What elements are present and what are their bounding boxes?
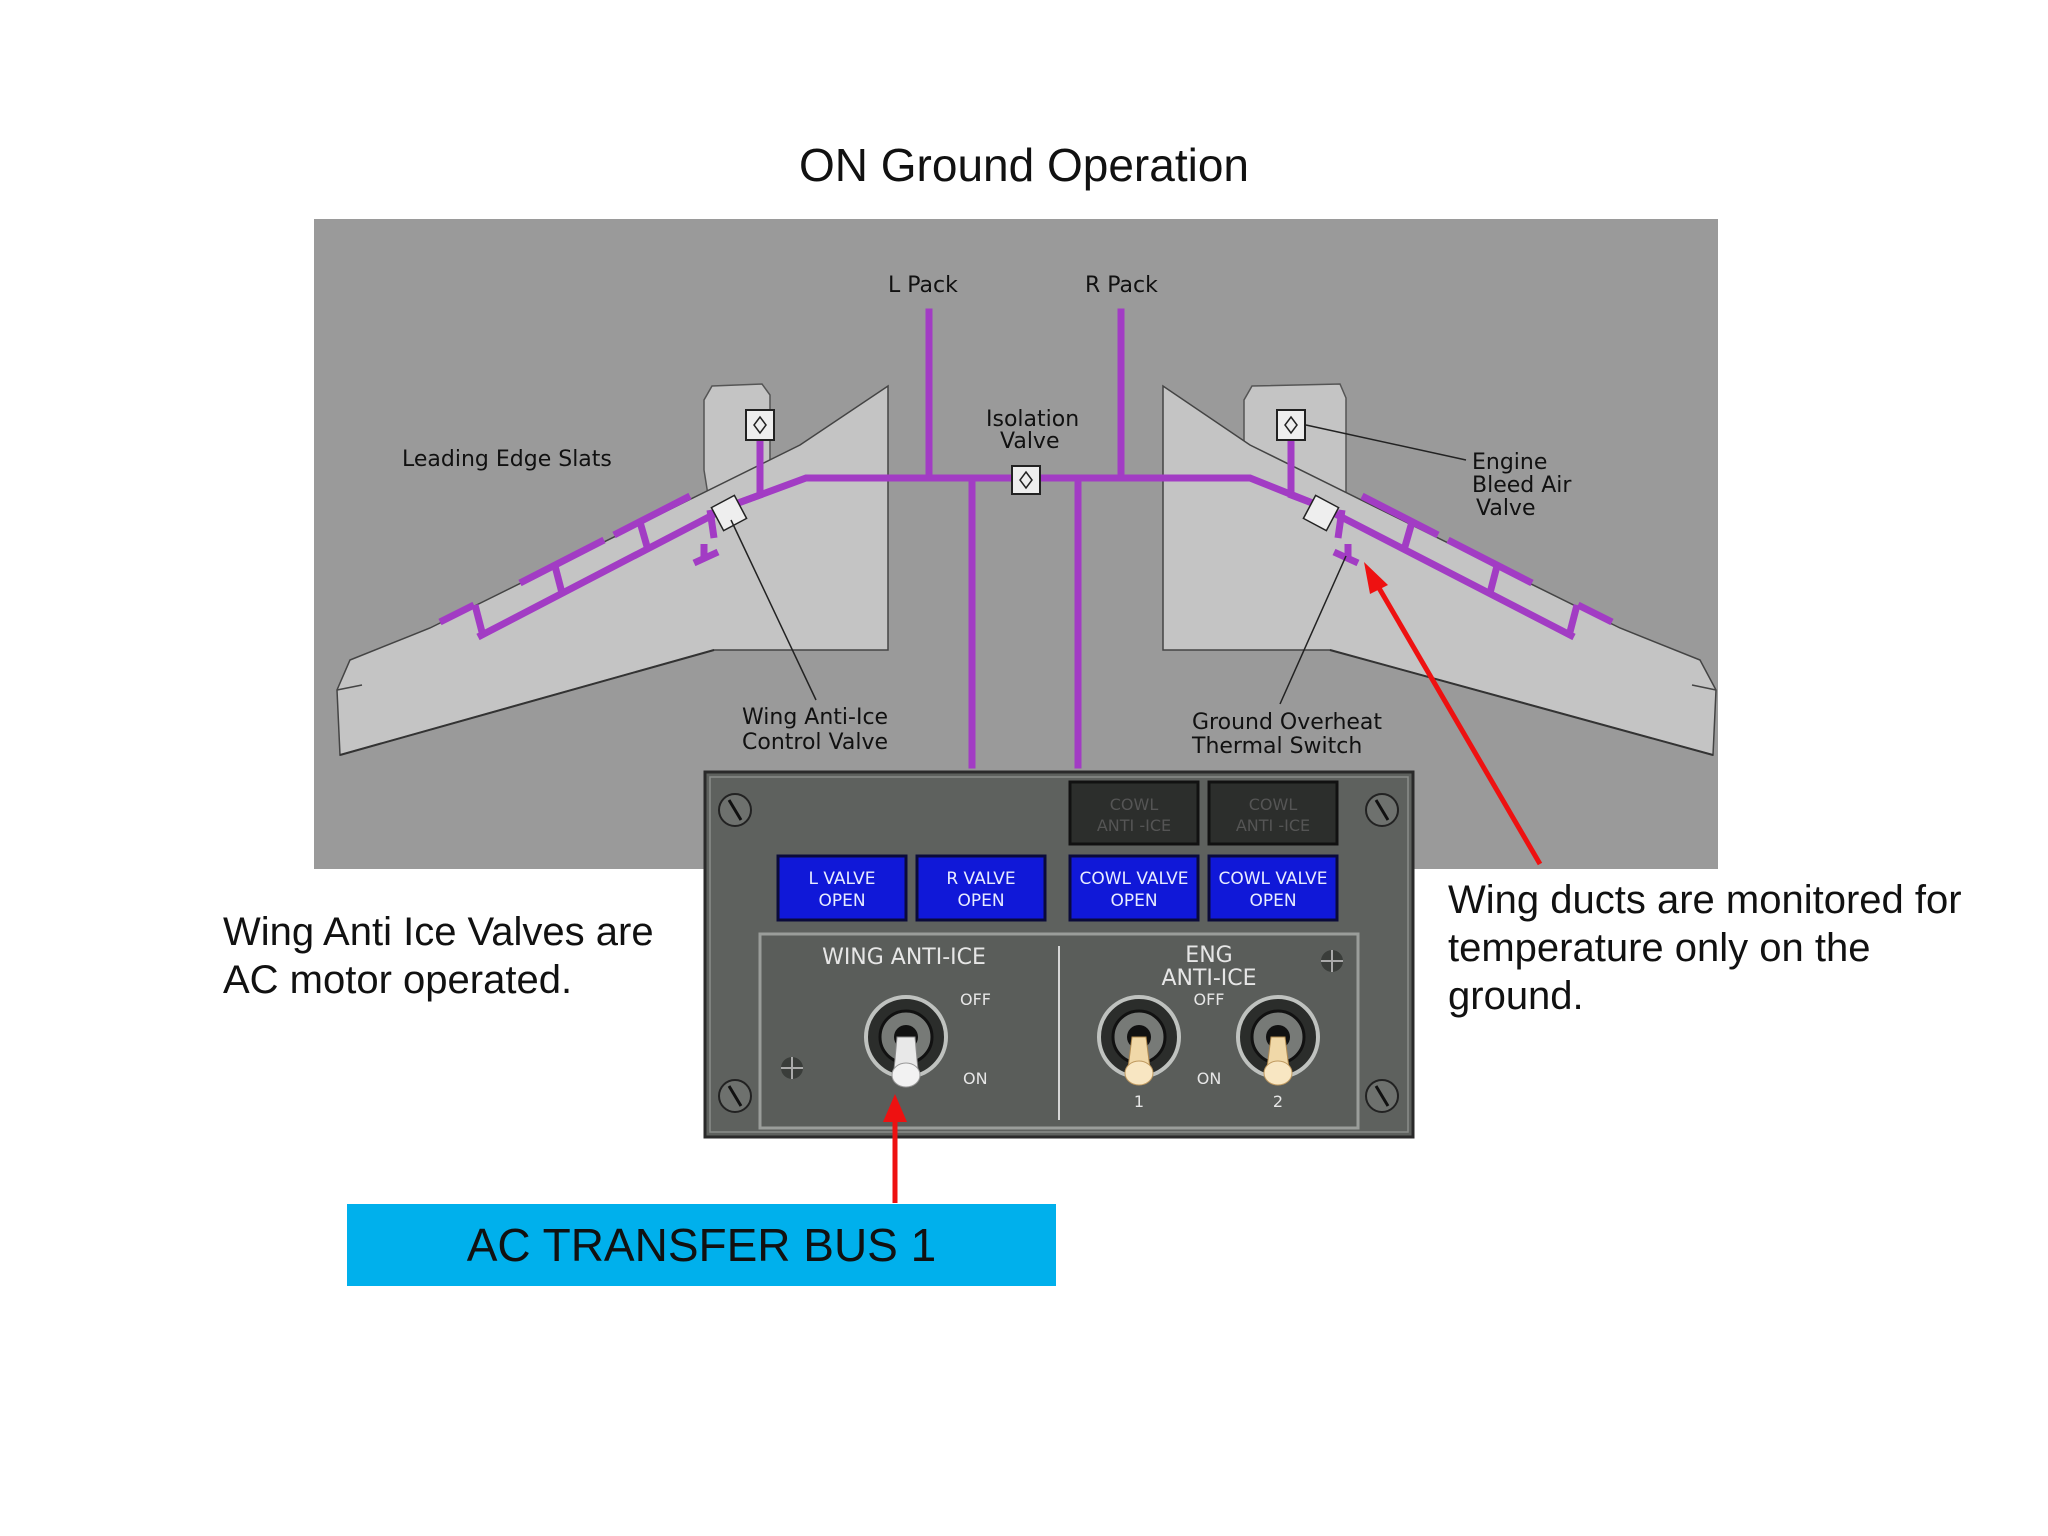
svg-text:OPEN: OPEN xyxy=(957,891,1004,911)
eng-anti-ice-title-1: ENG xyxy=(1185,943,1232,968)
eng-anti-ice-switch-1[interactable] xyxy=(1097,995,1181,1086)
bleed-valve-label-3: Valve xyxy=(1476,496,1536,521)
note-wing-valves: Wing Anti Ice Valves are AC motor operat… xyxy=(223,908,654,1004)
eng-anti-ice-title-2: ANTI-ICE xyxy=(1161,966,1256,991)
isolation-valve-label-1: Isolation xyxy=(986,407,1079,432)
l-valve-open-light[interactable]: L VALVE OPEN xyxy=(776,854,908,922)
crosshair-knob-icon xyxy=(781,1057,803,1079)
panel-screw-icon xyxy=(718,1079,752,1113)
eng-off-label: OFF xyxy=(1194,990,1225,1009)
r-valve-open-light[interactable]: R VALVE OPEN xyxy=(915,854,1047,922)
cowl-anti-ice-light-2[interactable]: COWL ANTI -ICE xyxy=(1207,780,1339,846)
ac-transfer-bus-label: AC TRANSFER BUS 1 xyxy=(347,1204,1056,1286)
leader-line-thermal-switch xyxy=(1279,555,1347,705)
wing-off-label: OFF xyxy=(960,990,991,1009)
eng-on-label: ON xyxy=(1197,1069,1222,1088)
page-title: ON Ground Operation xyxy=(798,139,1249,191)
left-wing-ducts xyxy=(438,492,732,641)
leading-edge-slats-label: Leading Edge Slats xyxy=(402,447,612,472)
wing-valve-label-1: Wing Anti-Ice xyxy=(742,705,888,730)
left-wing-anti-ice-valve-icon xyxy=(710,494,748,532)
anti-ice-control-panel: COWL ANTI -ICE COWL ANTI -ICE L VALVE OP… xyxy=(703,770,1415,1139)
svg-text:L VALVE: L VALVE xyxy=(808,869,875,889)
svg-text:OPEN: OPEN xyxy=(818,891,865,911)
svg-text:OPEN: OPEN xyxy=(1110,891,1157,911)
red-arrow-to-thermal-switch xyxy=(1364,562,1543,866)
isolation-valve-icon xyxy=(1011,465,1041,495)
red-arrow-to-wing-switch xyxy=(883,1094,907,1203)
leader-line-wing-valve xyxy=(730,519,817,701)
svg-text:ANTI -ICE: ANTI -ICE xyxy=(1236,816,1310,835)
note-line: ground. xyxy=(1448,974,1584,1018)
cowl-anti-ice-light-1[interactable]: COWL ANTI -ICE xyxy=(1068,780,1200,846)
cowl-valve-open-light-1[interactable]: COWL VALVE OPEN xyxy=(1068,854,1200,922)
eng-switch-2-label: 2 xyxy=(1273,1092,1283,1111)
r-pack-label: R Pack xyxy=(1085,273,1158,298)
svg-text:COWL VALVE: COWL VALVE xyxy=(1218,869,1327,889)
svg-text:R VALVE: R VALVE xyxy=(946,869,1015,889)
note-line: temperature only on the xyxy=(1448,926,1871,970)
wing-valve-label-2: Control Valve xyxy=(742,730,888,755)
note-line: Wing Anti Ice Valves are xyxy=(223,910,654,954)
wing-anti-ice-switch[interactable] xyxy=(864,995,948,1088)
left-engine-bleed-valve-icon xyxy=(745,409,775,441)
diagram-background xyxy=(314,219,1718,869)
right-engine-bleed-valve-icon xyxy=(1276,409,1306,441)
leader-line-bleed-valve xyxy=(1305,424,1467,461)
thermal-switch-label-1: Ground Overheat xyxy=(1192,710,1382,735)
svg-text:COWL: COWL xyxy=(1249,795,1298,814)
panel-screw-icon xyxy=(1365,793,1399,827)
wing-on-label: ON xyxy=(963,1069,988,1088)
right-wing-anti-ice-valve-icon xyxy=(1302,494,1340,532)
note-wing-ducts: Wing ducts are monitored for temperature… xyxy=(1448,876,1962,1020)
bleed-valve-label-1: Engine xyxy=(1472,450,1547,475)
eng-switch-1-label: 1 xyxy=(1134,1092,1144,1111)
panel-screw-icon xyxy=(718,793,752,827)
note-line: AC motor operated. xyxy=(223,958,573,1002)
panel-screw-icon xyxy=(1365,1079,1399,1113)
thermal-switch-label-2: Thermal Switch xyxy=(1191,734,1362,759)
l-pack-label: L Pack xyxy=(888,273,958,298)
note-line: Wing ducts are monitored for xyxy=(1448,878,1962,922)
svg-text:COWL: COWL xyxy=(1110,795,1159,814)
crosshair-knob-icon xyxy=(1321,950,1343,972)
eng-anti-ice-switch-2[interactable] xyxy=(1236,995,1320,1086)
svg-text:ANTI -ICE: ANTI -ICE xyxy=(1097,816,1171,835)
isolation-valve-label-2: Valve xyxy=(1000,429,1060,454)
bleed-valve-label-2: Bleed Air xyxy=(1472,473,1572,498)
wing-anti-ice-title: WING ANTI-ICE xyxy=(822,945,986,970)
svg-text:OPEN: OPEN xyxy=(1249,891,1296,911)
svg-text:COWL VALVE: COWL VALVE xyxy=(1079,869,1188,889)
cowl-valve-open-light-2[interactable]: COWL VALVE OPEN xyxy=(1207,854,1339,922)
